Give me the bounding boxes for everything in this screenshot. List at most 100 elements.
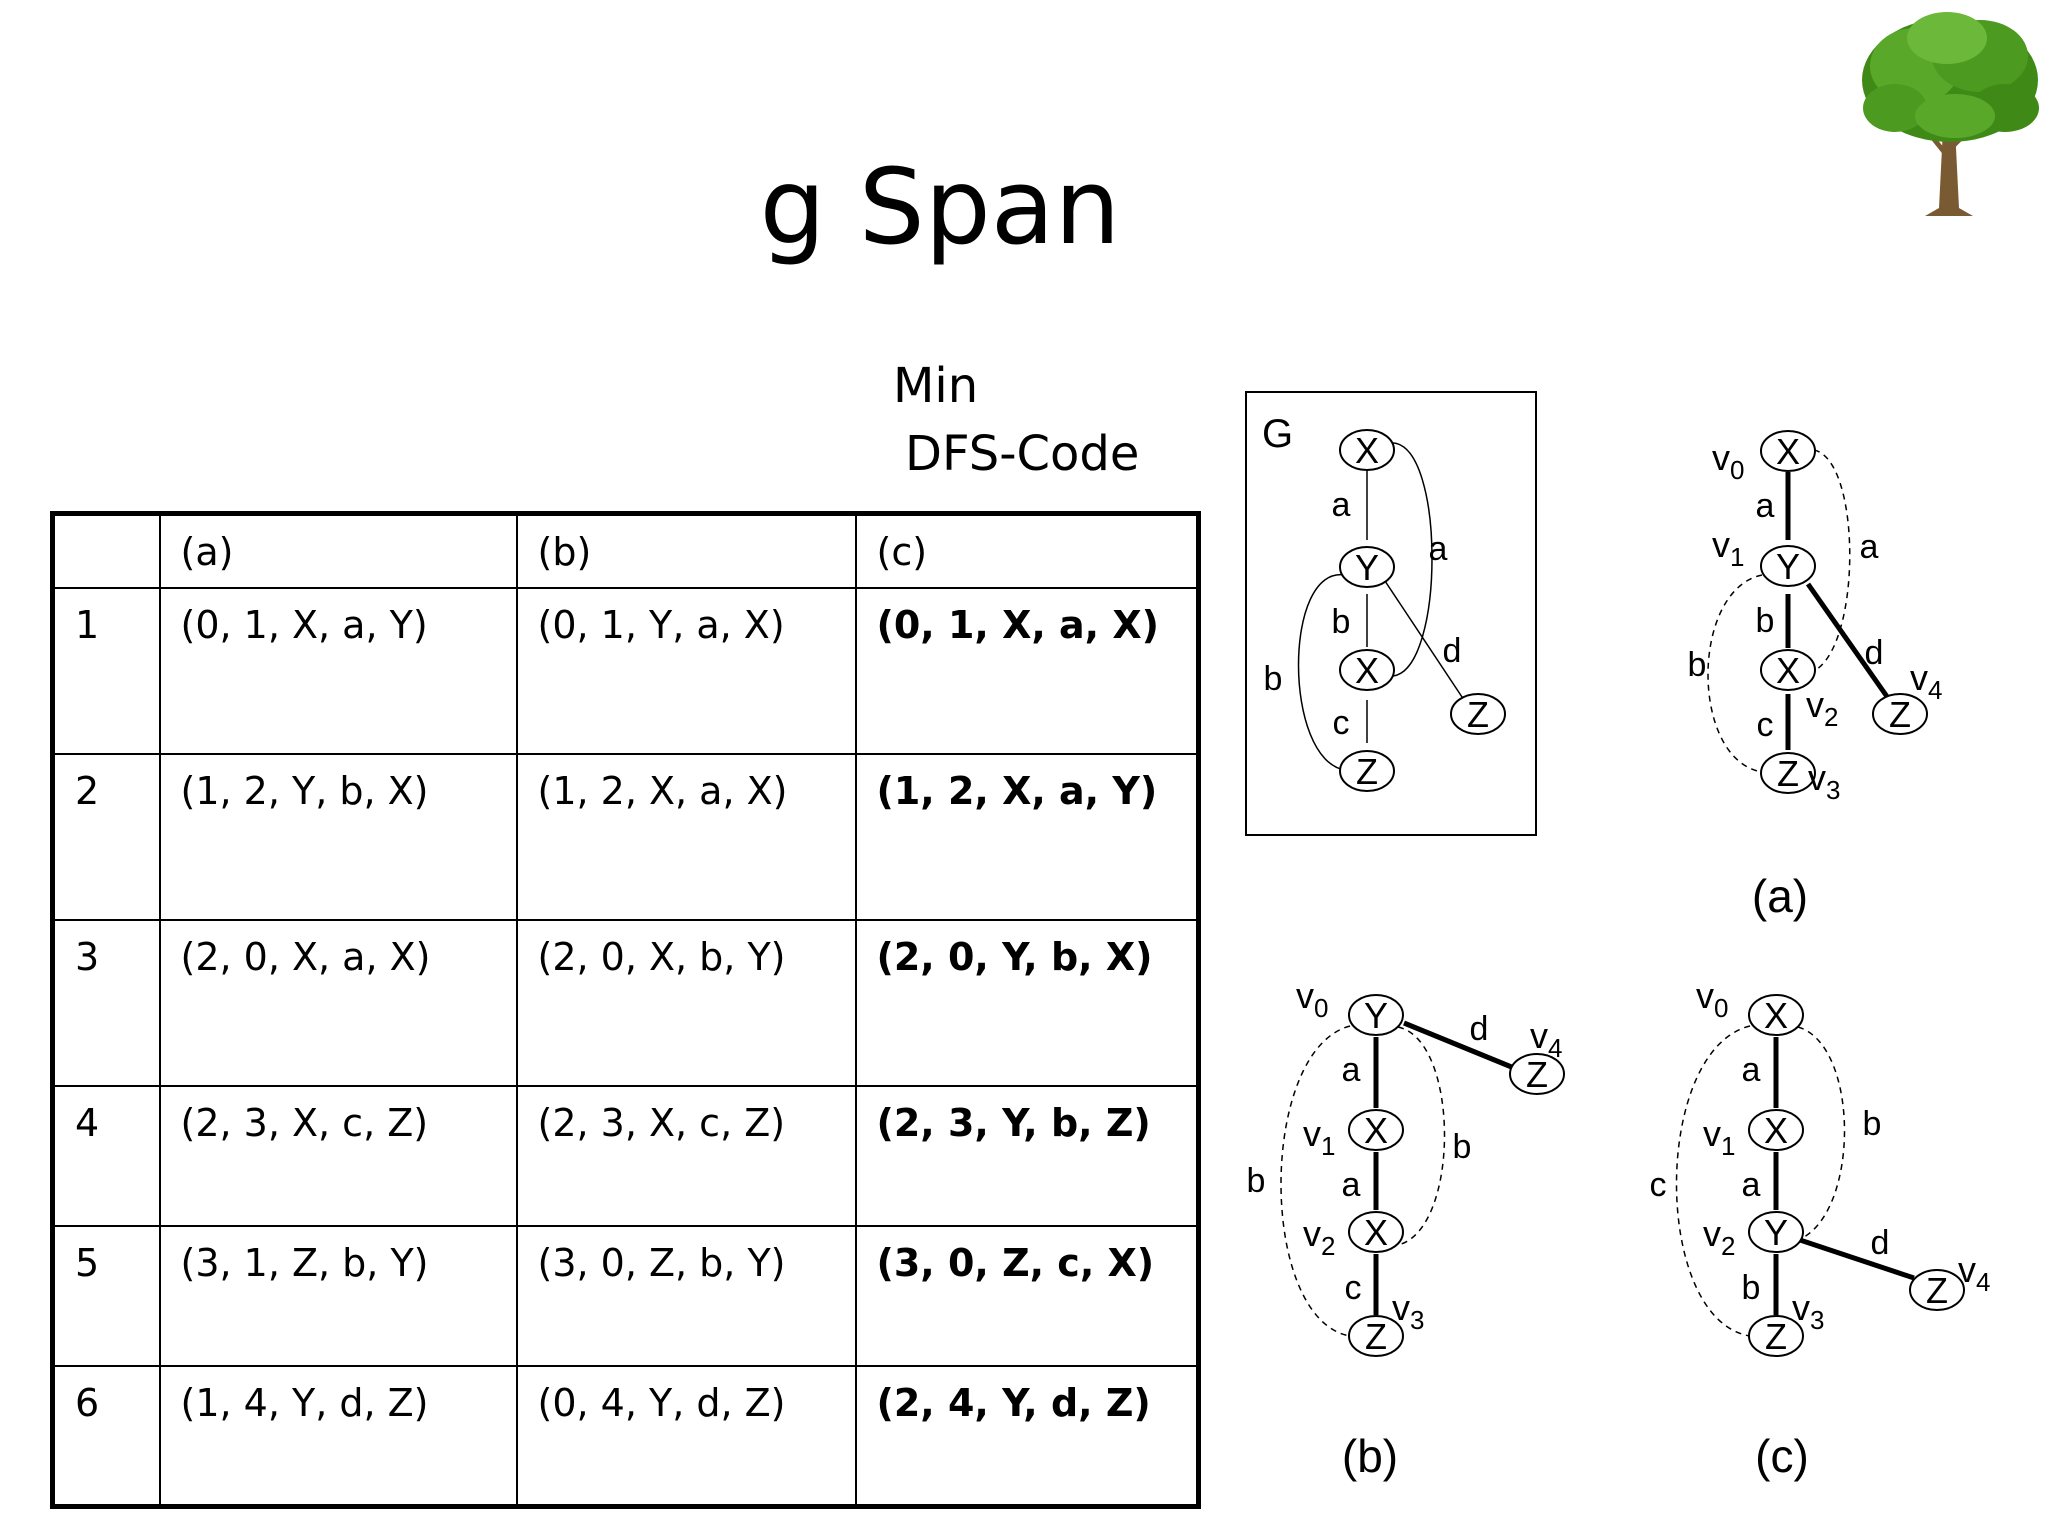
node-label: X (1364, 1212, 1388, 1253)
node-label: X (1764, 995, 1788, 1036)
graph-node (1748, 994, 1804, 1036)
node-label: X (1355, 430, 1379, 471)
vertex-label: v4 (1958, 1249, 1990, 1297)
graph-node (1348, 1109, 1404, 1151)
edge-label: a (1742, 1166, 1761, 1204)
node-label: X (1355, 650, 1379, 691)
edge-label: c (1345, 1269, 1362, 1307)
node-label: Y (1764, 1212, 1788, 1253)
row-index: 6 (51, 1365, 161, 1507)
node-label: X (1364, 1110, 1388, 1151)
min-label: Min (893, 358, 979, 414)
row-index: 3 (51, 919, 161, 1087)
node-label: Z (1777, 753, 1799, 794)
node-label: X (1776, 650, 1800, 691)
edge-label: b (1332, 603, 1351, 641)
edge-label: b (1688, 646, 1707, 684)
cell-a: (2, 3, X, c, Z) (158, 1085, 518, 1227)
graph-g (1245, 391, 1537, 836)
graph-node (1748, 1109, 1804, 1151)
dfs-code-label: DFS-Code (905, 426, 1140, 482)
graph-node (1909, 1269, 1965, 1311)
vertex-label: v0 (1296, 975, 1328, 1023)
cell-c-min: (3, 0, Z, c, X) (854, 1225, 1200, 1367)
node-label: Y (1364, 995, 1388, 1036)
edge-label: b (1863, 1105, 1882, 1143)
graph-node (1348, 1315, 1404, 1357)
table-header-row: (a) (b) (c) (51, 512, 1200, 589)
cell-a: (1, 4, Y, d, Z) (158, 1365, 518, 1507)
cell-c-min: (2, 4, Y, d, Z) (854, 1365, 1200, 1507)
graph-node (1348, 994, 1404, 1036)
graph-node (1450, 693, 1506, 735)
node-label: Z (1889, 694, 1911, 735)
node-label: Z (1926, 1270, 1948, 1311)
graph-node (1509, 1053, 1565, 1095)
header-cell-c: (c) (854, 512, 1200, 589)
row-index: 2 (51, 753, 161, 921)
cell-a: (1, 2, Y, b, X) (158, 753, 518, 921)
edge-label: d (1443, 632, 1462, 670)
cell-b: (2, 0, X, b, Y) (515, 919, 857, 1087)
graph-node (1339, 649, 1395, 691)
edge-label: a (1332, 486, 1351, 524)
edge-label: a (1756, 487, 1775, 525)
graph-node (1748, 1211, 1804, 1253)
vertex-label: v3 (1392, 1287, 1424, 1335)
edge-label: a (1860, 528, 1879, 566)
node-label: Z (1365, 1316, 1387, 1357)
cell-c-min: (2, 0, Y, b, X) (854, 919, 1200, 1087)
vertex-label: v2 (1806, 684, 1838, 732)
cell-c-min: (1, 2, X, a, Y) (854, 753, 1200, 921)
vertex-label: v0 (1696, 975, 1728, 1023)
edge-label: a (1342, 1051, 1361, 1089)
graph-node (1760, 752, 1816, 794)
graph-b (1280, 1020, 1515, 1337)
graph-node (1760, 545, 1816, 587)
header-cell-a: (a) (158, 512, 518, 589)
cell-a: (0, 1, X, a, Y) (158, 587, 518, 755)
vertex-label: v4 (1530, 1015, 1562, 1063)
vertex-label: v2 (1703, 1213, 1735, 1261)
edge-label: d (1470, 1010, 1489, 1048)
edge-label: a (1342, 1166, 1361, 1204)
cell-b: (2, 3, X, c, Z) (515, 1085, 857, 1227)
graph-node (1348, 1211, 1404, 1253)
edge-label: b (1453, 1128, 1472, 1166)
table-row: 6 (1, 4, Y, d, Z) (0, 4, Y, d, Z) (2, 4,… (51, 1365, 1200, 1507)
slide-title: g Span (759, 146, 1121, 268)
graph-node (1872, 693, 1928, 735)
vertex-label: v3 (1792, 1287, 1824, 1335)
node-label: X (1776, 431, 1800, 472)
row-index: 1 (51, 587, 161, 755)
table-row: 5 (3, 1, Z, b, Y) (3, 0, Z, b, Y) (3, 0,… (51, 1225, 1200, 1367)
cell-b: (1, 2, X, a, X) (515, 753, 857, 921)
cell-b: (3, 0, Z, b, Y) (515, 1225, 857, 1367)
vertex-label: v1 (1712, 524, 1744, 572)
vertex-label: v1 (1303, 1113, 1335, 1161)
cell-a: (3, 1, Z, b, Y) (158, 1225, 518, 1367)
graph-node (1748, 1315, 1804, 1357)
edge-label: b (1742, 1269, 1761, 1307)
graph-node (1339, 750, 1395, 792)
dfs-code-table: (a) (b) (c) 1 (0, 1, X, a, Y) (0, 1, Y, … (50, 511, 1201, 1509)
graph-g-label: G (1262, 412, 1293, 456)
graph-node (1760, 430, 1816, 472)
graph-caption: (b) (1342, 1430, 1398, 1482)
graph-a (1707, 449, 1891, 773)
edge-label: d (1871, 1224, 1890, 1262)
graph-caption: (c) (1755, 1430, 1809, 1482)
cell-c-min: (0, 1, X, a, X) (854, 587, 1200, 755)
row-index: 4 (51, 1085, 161, 1227)
vertex-label: v2 (1303, 1213, 1335, 1261)
edge-label: a (1429, 530, 1448, 568)
table-row: 1 (0, 1, X, a, Y) (0, 1, Y, a, X) (0, 1,… (51, 587, 1200, 755)
edge-label: c (1757, 706, 1774, 744)
vertex-label: v3 (1808, 757, 1840, 805)
graph-g-frame (1245, 391, 1537, 836)
edge-label: d (1865, 634, 1884, 672)
cell-a: (2, 0, X, a, X) (158, 919, 518, 1087)
node-label: Z (1765, 1316, 1787, 1357)
graph-caption: (a) (1752, 870, 1808, 922)
table-row: 2 (1, 2, Y, b, X) (1, 2, X, a, X) (1, 2,… (51, 753, 1200, 921)
